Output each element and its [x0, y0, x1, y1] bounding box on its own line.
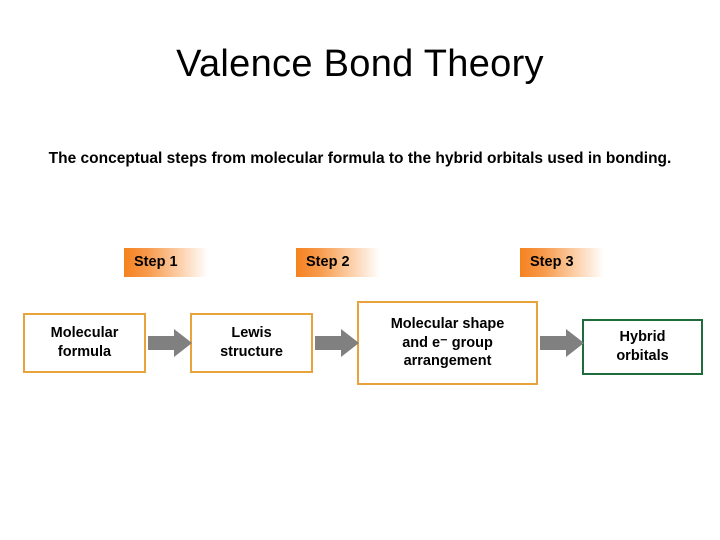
- flow-box-label: Hybrid orbitals: [616, 329, 669, 364]
- flow-box-label: Molecular shape and e⁻ group arrangement: [390, 316, 505, 370]
- slide-subtitle: The conceptual steps from molecular form…: [48, 150, 672, 167]
- flow-box-label: Lewis structure: [220, 325, 283, 360]
- step-label-1: Step 1: [124, 248, 208, 277]
- flow-box-hybrid-orbitals: Hybrid orbitals: [582, 319, 703, 375]
- flow-box-label: Molecular formula: [50, 325, 119, 360]
- arrow-right-icon-3: [540, 328, 584, 358]
- flow-box-molecular-formula: Molecular formula: [23, 313, 146, 373]
- arrow-right-icon-2: [315, 328, 359, 358]
- arrow-right-icon-1: [148, 328, 192, 358]
- page-title: Valence Bond Theory: [176, 43, 544, 85]
- step-label-3: Step 3: [520, 248, 604, 277]
- flow-box-molecular-shape: Molecular shape and e⁻ group arrangement: [357, 301, 538, 385]
- flow-box-lewis-structure: Lewis structure: [190, 313, 313, 373]
- step-label-2: Step 2: [296, 248, 380, 277]
